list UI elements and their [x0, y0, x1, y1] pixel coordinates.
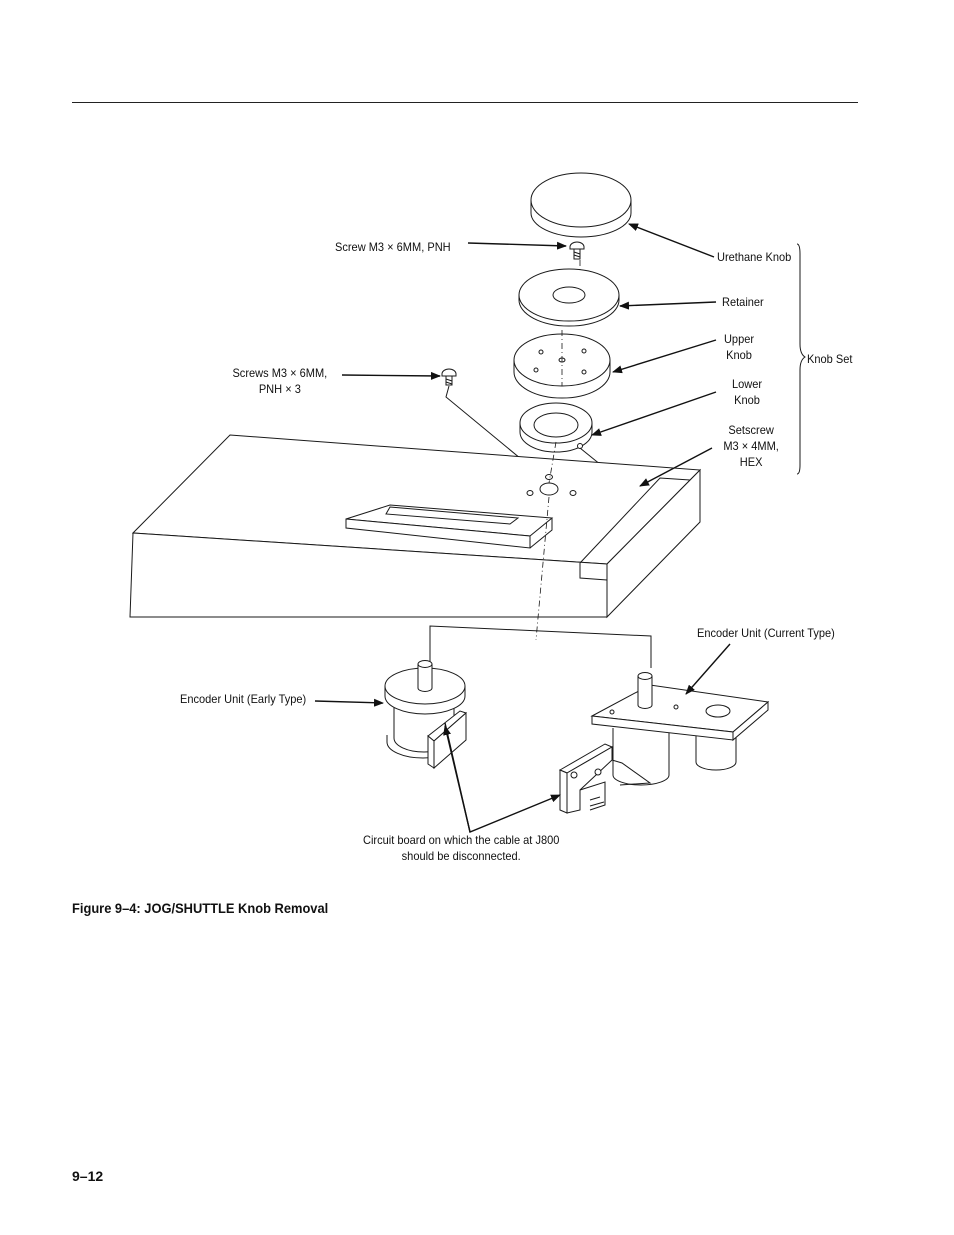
- label-screws-multi-line2: PNH × 3: [258, 382, 301, 396]
- lower-knob-part: [519, 402, 593, 453]
- knob-set-brace: [796, 243, 806, 475]
- label-circuit-board-line2: should be disconnected.: [401, 849, 521, 863]
- retainer-part: [518, 268, 620, 327]
- header-rule: [72, 102, 858, 103]
- label-setscrew-line2: M3 × 4MM,: [723, 439, 779, 453]
- label-urethane-knob: Urethane Knob: [717, 250, 792, 264]
- label-setscrew-line1: Setscrew: [728, 423, 774, 437]
- label-encoder-current: Encoder Unit (Current Type): [697, 626, 835, 640]
- label-screws-multi: Screws M3 × 6MM, PNH × 3: [232, 365, 328, 397]
- label-lower-knob-line1: Lower: [731, 377, 763, 391]
- encoder-early-part: [384, 660, 467, 770]
- figure-caption: Figure 9–4: JOG/SHUTTLE Knob Removal: [72, 900, 329, 916]
- encoder-current-part: [558, 672, 770, 814]
- label-lower-knob: Lower Knob: [724, 376, 770, 408]
- upper-knob-part: [513, 330, 611, 399]
- page-number: 9–12: [72, 1168, 104, 1184]
- label-upper-knob: Upper Knob: [716, 331, 762, 363]
- label-screws-multi-line1: Screws M3 × 6MM,: [232, 366, 328, 380]
- label-circuit-board-line1: Circuit board on which the cable at J800: [363, 833, 560, 847]
- chassis-part: [129, 434, 702, 619]
- screws-multi-part: [441, 368, 457, 386]
- label-lower-knob-line2: Knob: [734, 393, 760, 407]
- label-upper-knob-line2: Knob: [726, 348, 752, 362]
- screw-single-part: [569, 241, 585, 260]
- label-screw-single: Screw M3 × 6MM, PNH: [335, 240, 451, 254]
- label-encoder-early: Encoder Unit (Early Type): [180, 692, 307, 706]
- urethane-knob-part: [530, 172, 632, 238]
- label-knob-set: Knob Set: [807, 352, 853, 366]
- label-setscrew-line3: HEX: [739, 455, 763, 469]
- label-setscrew: Setscrew M3 × 4MM, HEX: [718, 422, 784, 470]
- label-circuit-board: Circuit board on which the cable at J800…: [360, 832, 562, 864]
- label-upper-knob-line1: Upper: [723, 332, 755, 346]
- label-retainer: Retainer: [722, 295, 764, 309]
